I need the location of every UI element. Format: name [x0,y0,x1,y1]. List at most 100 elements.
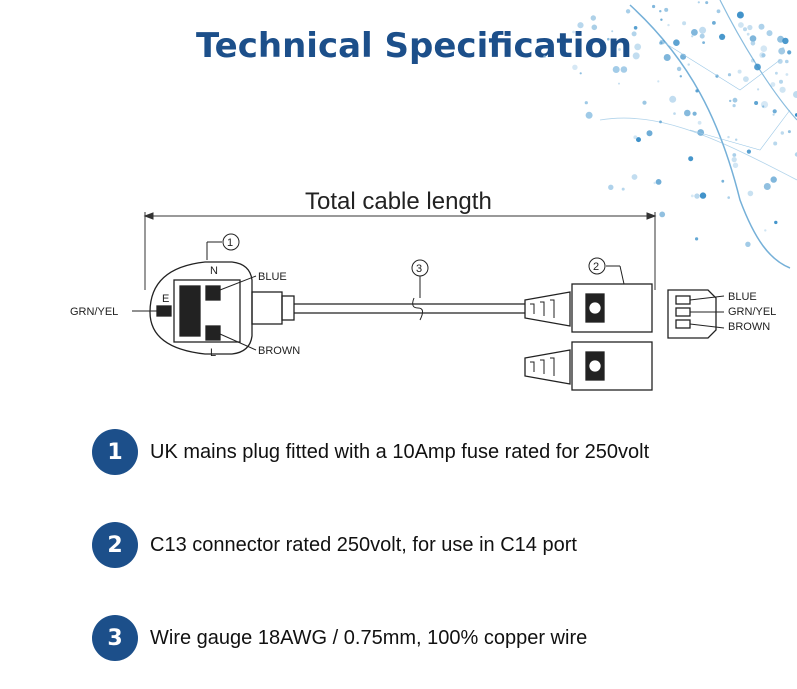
pin-letter-e: E [162,293,169,305]
c13-connector-top [524,283,653,333]
globe-dot [634,43,642,51]
globe-dot [721,179,725,183]
spec-number-badge: 1 [92,429,138,475]
globe-dot [732,97,738,103]
globe-dot [618,48,621,51]
globe-dot [663,54,671,61]
globe-dot [719,33,726,41]
globe-dot [787,130,791,134]
globe-dot [727,196,730,199]
globe-dot [657,80,660,83]
globe-dot [738,22,744,28]
globe-dot [763,183,771,190]
globe-dot [760,101,769,109]
spec-text: UK mains plug fitted with a 10Amp fuse r… [150,440,650,463]
globe-dot [652,4,656,9]
globe-dot [785,59,789,64]
globe-dot [572,30,575,34]
globe-dot [749,35,757,42]
globe-dot [633,135,638,140]
globe-dot [743,27,747,32]
globe-dot [543,55,546,58]
globe-dot [673,112,676,115]
globe-dot [653,181,656,185]
globe-dot [669,95,677,103]
callout-1: 1 [227,237,233,249]
uk-plug-drawing [149,261,295,355]
globe-dot [705,1,709,5]
globe-dot [757,88,760,91]
pin-letter-l: L [210,347,216,359]
globe-dot [584,101,588,105]
spec-number-badge: 2 [92,522,138,568]
globe-dot [743,76,749,82]
globe-dot [667,23,670,27]
plug-label-brown: BROWN [258,345,300,357]
globe-network-graphic [543,0,797,269]
globe-dot [590,15,596,21]
globe-dot [697,1,700,4]
connector-label-brown: BROWN [728,321,770,333]
globe-dot [732,153,737,157]
plug-label-grn-yel: GRN/YEL [70,306,118,318]
globe-dot [758,23,765,30]
globe-dot [697,120,702,125]
globe-dot [727,73,732,77]
globe-dot [684,109,691,117]
connector-label-blue: BLUE [728,291,757,303]
globe-dot [679,75,682,78]
cable-diagram: N E L BLUE GRN/YEL BROWN 1 3 [70,212,776,391]
globe-dot [697,129,705,136]
globe-dot [688,156,694,162]
globe-dot [702,41,705,44]
spec-number-badge: 3 [92,615,138,661]
globe-dot [772,109,777,114]
globe-dot [779,79,783,84]
globe-dot [608,184,614,190]
globe-dot [660,18,663,21]
globe-dot [664,7,669,12]
globe-dot [764,229,767,232]
total-cable-length-label: Total cable length [305,188,492,215]
globe-dot [631,174,638,180]
globe-dot [750,41,756,46]
globe-dot [762,105,765,108]
globe-dot [770,82,776,87]
globe-dot [732,162,739,168]
globe-dot [737,69,742,74]
globe-dot [746,149,751,154]
globe-dot [632,52,640,60]
globe-dot [659,41,663,45]
globe-dot [777,35,785,43]
globe-dot [694,193,700,199]
globe-dot [687,63,690,66]
globe-dot [625,9,631,14]
globe-dot [781,47,785,50]
globe-dot [676,66,682,72]
callout-2: 2 [593,261,599,273]
globe-dot [770,176,777,183]
globe-dot [577,22,584,29]
globe-dot [618,82,620,85]
pin-letter-n: N [210,265,218,277]
globe-dots [543,1,797,247]
globe-dot [774,220,778,225]
spec-text: C13 connector rated 250volt, for use in … [150,533,577,556]
globe-dot [747,190,754,197]
globe-dot [793,91,797,98]
globe-dot [772,113,775,116]
callout-3: 3 [416,263,422,275]
globe-dot [690,194,694,198]
globe-dot [745,241,751,247]
globe-dot [727,135,730,139]
connector-label-grn-yel: GRN/YEL [728,306,776,318]
connector-face-drawing [667,289,725,339]
plug-label-blue: BLUE [258,271,287,283]
spec-text: Wire gauge 18AWG / 0.75mm, 100% copper w… [150,626,588,649]
globe-dot [732,104,736,108]
globe-dot [655,179,662,185]
callout-3-circle [411,259,429,277]
globe-dot [777,58,783,64]
globe-dot [699,192,707,199]
plug-leader-lines [132,241,257,351]
